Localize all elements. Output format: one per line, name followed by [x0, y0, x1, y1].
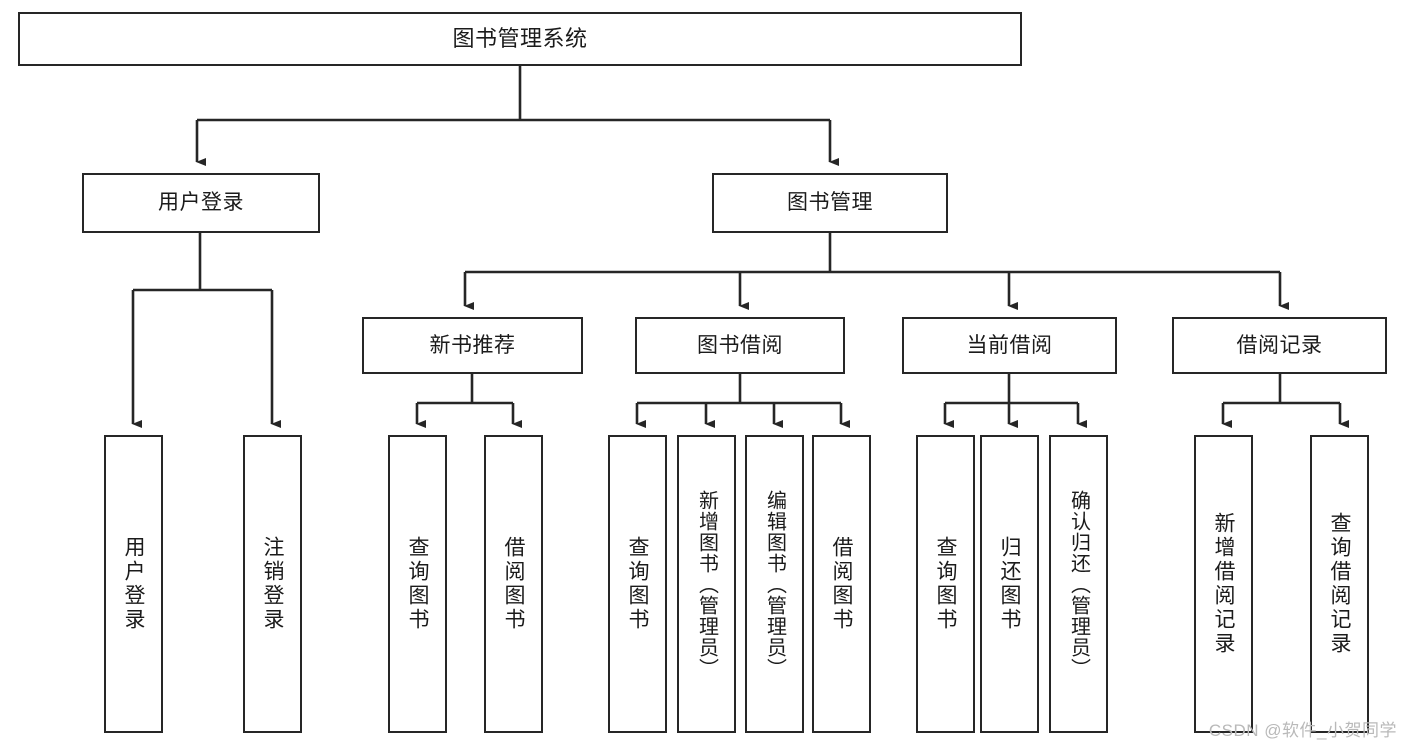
node-leaf-13-label: 查询借阅记录 [1328, 512, 1351, 656]
node-leaf-5[interactable]: 查询图书 [608, 435, 667, 733]
node-leaf-12-label: 新增借阅记录 [1212, 512, 1235, 656]
node-level3-2[interactable]: 图书借阅 [635, 317, 845, 374]
node-leaf-1[interactable]: 用户登录 [104, 435, 163, 733]
node-leaf-6-label: 新增图书（管理员） [695, 489, 718, 679]
node-level3-2-label: 图书借阅 [697, 333, 783, 357]
node-level3-3[interactable]: 当前借阅 [902, 317, 1117, 374]
node-leaf-6[interactable]: 新增图书（管理员） [677, 435, 736, 733]
node-root[interactable]: 图书管理系统 [18, 12, 1022, 66]
node-leaf-1-label: 用户登录 [122, 536, 145, 632]
node-leaf-10-label: 归还图书 [998, 536, 1021, 632]
node-leaf-2[interactable]: 注销登录 [243, 435, 302, 733]
node-leaf-9-label: 查询图书 [934, 536, 957, 632]
watermark: CSDN @软件_小贺同学 [1208, 721, 1397, 740]
node-leaf-5-label: 查询图书 [626, 536, 649, 632]
node-level2-1-label: 用户登录 [158, 191, 244, 215]
node-leaf-4-label: 借阅图书 [502, 536, 525, 632]
node-leaf-10[interactable]: 归还图书 [980, 435, 1039, 733]
node-level2-1[interactable]: 用户登录 [82, 173, 320, 233]
node-leaf-7[interactable]: 编辑图书（管理员） [745, 435, 804, 733]
node-leaf-3-label: 查询图书 [406, 536, 429, 632]
node-leaf-11[interactable]: 确认归还（管理员） [1049, 435, 1108, 733]
node-leaf-13[interactable]: 查询借阅记录 [1310, 435, 1369, 733]
node-level3-1[interactable]: 新书推荐 [362, 317, 583, 374]
node-level3-3-label: 当前借阅 [966, 333, 1053, 357]
node-level2-2-label: 图书管理 [787, 191, 873, 215]
node-level3-1-label: 新书推荐 [429, 333, 516, 357]
node-leaf-2-label: 注销登录 [261, 536, 284, 632]
node-level3-4[interactable]: 借阅记录 [1172, 317, 1387, 374]
node-leaf-11-label: 确认归还（管理员） [1067, 489, 1090, 679]
node-leaf-9[interactable]: 查询图书 [916, 435, 975, 733]
node-leaf-12[interactable]: 新增借阅记录 [1194, 435, 1253, 733]
node-leaf-8[interactable]: 借阅图书 [812, 435, 871, 733]
node-root-label: 图书管理系统 [452, 25, 588, 51]
node-level3-4-label: 借阅记录 [1236, 333, 1323, 357]
node-leaf-3[interactable]: 查询图书 [388, 435, 447, 733]
node-leaf-7-label: 编辑图书（管理员） [763, 489, 786, 679]
node-leaf-4[interactable]: 借阅图书 [484, 435, 543, 733]
node-leaf-8-label: 借阅图书 [830, 536, 853, 632]
node-level2-2[interactable]: 图书管理 [712, 173, 948, 233]
